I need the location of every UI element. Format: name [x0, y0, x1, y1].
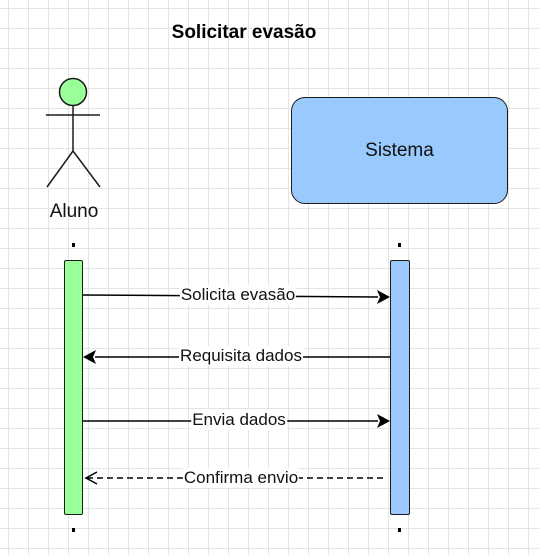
message-label-3: Envia dados	[191, 410, 287, 430]
lifeline-sistema-top-dot	[398, 243, 401, 247]
arrowhead-4-open-icon	[84, 471, 98, 485]
participant-box-sistema: Sistema	[291, 97, 508, 204]
actor-left-leg	[46, 150, 74, 188]
lifeline-aluno-bottom-dot	[72, 528, 75, 532]
activation-bar-sistema	[390, 260, 410, 515]
participant-label-aluno: Aluno	[49, 201, 99, 222]
arrowhead-2-icon	[83, 350, 96, 364]
lifeline-aluno-top-dot	[72, 243, 75, 247]
diagram-title: Solicitar evasão	[171, 22, 317, 43]
arrowhead-3-icon	[377, 414, 390, 428]
activation-bar-aluno	[64, 260, 83, 515]
message-label-4: Confirma envio	[182, 468, 300, 488]
lifeline-sistema-bottom-dot	[398, 528, 401, 532]
arrowhead-1-icon	[377, 290, 390, 304]
participant-label-sistema: Sistema	[365, 139, 434, 161]
message-label-2: Requisita dados	[179, 346, 303, 366]
message-label-1: Solicita evasão	[179, 285, 297, 305]
actor-right-leg	[72, 150, 101, 188]
